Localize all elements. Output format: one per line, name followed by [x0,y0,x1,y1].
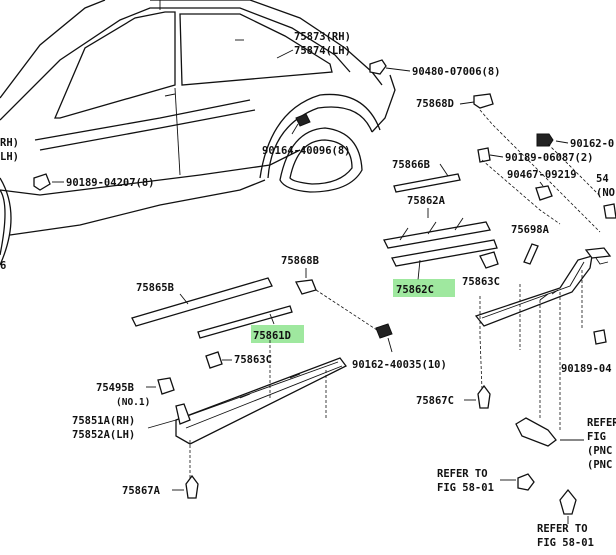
clip-edge-right [603,203,616,219]
label-75868B: 75868B [281,255,319,267]
label-fig-right: FIG [587,431,606,443]
label-refer-2: REFER TO [537,523,588,535]
screw-90164 [295,113,311,127]
highlight-75861D [251,325,304,343]
clip-90189-04207 [33,173,51,191]
clip-75867C [477,384,491,409]
screw-90162-top [536,133,554,147]
part-75698A [523,243,539,265]
label-75852A: 75852A(LH) [72,429,135,441]
label-90189-06087: 90189-06087(2) [505,152,594,164]
clip-75495B [157,377,175,395]
molding-75865B [131,277,273,327]
clip-90480 [369,59,387,75]
label-90467: 90467-09219 [507,169,577,181]
label-75867C: 75867C [416,395,454,407]
label-fig-2: FIG 58-01 [537,537,594,549]
clip-75868D [473,93,494,109]
tape-75861D [197,305,293,339]
label-fig-1: FIG 58-01 [437,482,494,494]
car-body-drawing [0,0,396,266]
label-75863C-left: 75863C [234,354,272,366]
label-no1: (NO.1) [116,397,150,408]
clip-90467 [535,185,553,201]
screw-90162-40035 [375,323,393,339]
rocker-molding-right [474,255,593,327]
label-75862A: 75862A [407,195,446,207]
bracket-refer [515,417,557,447]
label-75868D: 75868D [416,98,454,110]
label-pnc1: (PNC [587,445,612,457]
label-90162-40035: 90162-40035(10) [352,359,447,371]
label-edge-rh: RH) [0,137,19,149]
clip-75863C-left [205,351,223,369]
tape-75862C [391,239,498,267]
label-refer-right: REFER [587,417,616,429]
label-edge-no: (NO [596,187,615,199]
label-75861D: 75861D [253,330,291,342]
label-75865B: 75865B [136,282,174,294]
label-90480: 90480-07006(8) [412,66,501,78]
clip-refer-2 [559,488,577,515]
clip-75868B [295,279,317,295]
clip-90189-04-right [593,329,607,345]
clip-75867A [185,474,199,499]
highlight-75862C [393,279,455,297]
label-75495B: 75495B [96,382,134,394]
rocker-molding-left [175,357,347,445]
clip-rocker-end [584,247,612,259]
label-75866B: 75866B [392,159,430,171]
label-75698A: 75698A [511,224,550,236]
label-edge-b: 6 [0,260,6,272]
label-edge-54: 54 [596,173,609,185]
label-90189-04207: 90189-04207(8) [66,177,155,189]
label-75863C-right: 75863C [462,276,500,288]
label-pnc2: (PNC [587,459,612,471]
molding-75866B [393,173,461,193]
rocker-end-left [175,403,191,425]
label-refer-1: REFER TO [437,468,488,480]
clip-90189-06087 [477,147,491,163]
label-90189-04-right: 90189-04 [561,363,612,375]
label-75867A: 75867A [122,485,161,497]
label-75873: 75873(RH) [294,31,351,43]
tape-75862A [383,221,491,249]
clip-refer-1 [517,473,535,491]
label-edge-lh: LH) [0,151,19,163]
label-90162-top: 90162-0 [570,138,614,150]
label-75874: 75874(LH) [294,45,351,57]
label-90164: 90164-40096(8) [262,145,351,157]
label-75851A: 75851A(RH) [72,415,135,427]
label-75862C: 75862C [396,284,434,296]
clip-75863C-right [479,251,499,269]
